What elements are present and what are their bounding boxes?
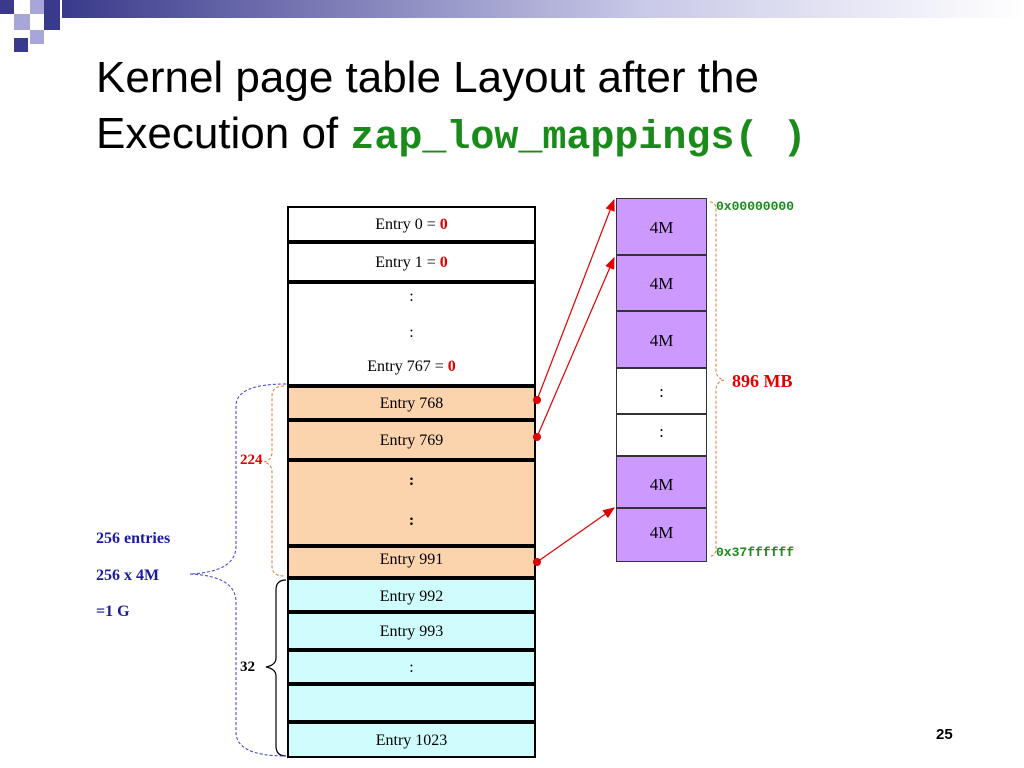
table-row: Entry 992 [287,578,536,612]
memory-block: 4M [616,311,707,368]
table-row: Entry 1023 [287,722,536,758]
block-label: : [659,422,664,441]
address-start: 0x00000000 [716,199,795,214]
table-row [287,684,536,722]
table-row: : [287,650,536,684]
table-row: Entry 768 [287,386,536,420]
zero-value: 0 [439,216,448,233]
block-label: 4M [649,523,674,542]
entries-count-label: 256 entries [96,530,171,547]
corner-square-dark-1 [0,0,14,14]
entries-total-label: =1 G [96,603,130,620]
arrow-origin-dot [533,396,541,404]
mapping-arrows [533,198,615,566]
brace-224 [263,385,285,577]
memory-block: 4M [616,508,707,562]
memory-block: 4M [616,456,707,508]
slide-number: 25 [936,726,953,743]
arrow-entry-768 [536,198,615,401]
title-line1: Kernel page table Layout after the [96,53,759,102]
table-row: Entry 993 [287,612,536,650]
table-row: Entry 769 [287,420,536,460]
row-label: Entry 991 [379,551,444,568]
row-label: Entry 0 = [375,216,440,233]
address-end: 0x37ffffff [716,545,795,560]
slide-title: Kernel page table Layout after the Execu… [96,50,996,167]
corner-square-dark-2 [44,0,60,16]
brace-224-label: 224 [240,452,263,468]
memory-block: : [616,414,707,456]
ellipsis: : [408,472,415,489]
size-brace [709,201,725,557]
block-label: 4M [649,331,674,350]
block-label: 4M [649,218,674,237]
brace-32-label: 32 [240,659,255,675]
arrow-entry-769 [536,256,615,438]
zero-value: 0 [439,254,448,271]
row-label: Entry 993 [379,623,444,640]
table-row: Entry 991 [287,546,536,578]
corner-square-light-2 [30,0,44,14]
ellipsis: : [408,512,415,529]
corner-square-dark-3 [44,16,60,30]
block-label: : [659,382,664,401]
table-row: : : Entry 767 = 0 [287,282,536,386]
block-label: 4M [649,274,674,293]
zero-value: 0 [447,358,456,375]
row-label: Entry 1 = [375,254,440,271]
row-label: Entry 769 [379,432,444,449]
corner-square-light-3 [30,30,44,44]
row-label: Entry 768 [379,395,444,412]
ellipsis: : [409,324,414,341]
corner-square-light-1 [14,14,30,30]
brace-256 [189,383,287,757]
row-label: : [409,659,414,676]
entries-size-label: 256 x 4M [96,567,160,584]
memory-block: 4M [616,255,707,311]
arrow-origin-dot [533,433,541,441]
title-line2-code: zap_low_mappings( ) [350,116,807,161]
arrow-entry-991 [536,507,615,563]
block-label: 4M [649,475,674,494]
size-label: 896 MB [732,371,793,391]
memory-block: : [616,368,707,414]
row-label: Entry 1023 [375,732,448,749]
top-gradient-bar [62,0,1024,18]
ellipsis: : [409,288,414,305]
table-row: : : [287,460,536,546]
row-label: Entry 992 [379,588,444,605]
brace-32 [265,579,287,757]
corner-square-dark-4 [14,38,28,52]
title-line2-prefix: Execution of [96,109,351,158]
table-row: Entry 0 = 0 [287,206,536,242]
table-row: Entry 1 = 0 [287,242,536,282]
memory-block: 4M [616,198,707,255]
row-label: Entry 767 = [367,358,448,375]
row-label-wrap: Entry 767 = 0 [289,358,534,376]
arrow-origin-dot [533,558,541,566]
